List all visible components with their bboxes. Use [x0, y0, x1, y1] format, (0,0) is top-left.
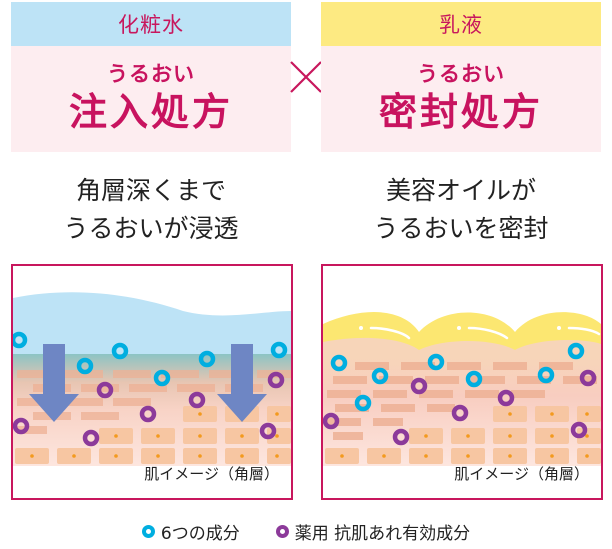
lotion-description: 角層深くまで うるおいが浸透	[6, 172, 296, 248]
legend: 6つの成分 薬用 抗肌あれ有効成分	[0, 519, 612, 544]
blue-ring-icon	[141, 525, 155, 538]
emulsion-desc-line1: 美容オイルが	[385, 176, 536, 205]
emulsion-description: 美容オイルが うるおいを密封	[316, 172, 606, 248]
purple-ring-icon	[275, 525, 289, 538]
times-icon	[290, 61, 322, 93]
emulsion-desc-line2: うるおいを密封	[373, 214, 549, 243]
lotion-skin-diagram: 肌イメージ（角層）	[11, 264, 293, 500]
emulsion-diagram-caption: 肌イメージ（角層）	[454, 465, 589, 483]
emulsion-skin-diagram: 肌イメージ（角層）	[321, 264, 603, 500]
lotion-claim-main: 注入処方	[68, 90, 233, 134]
legend-item-six-ingredients: 6つの成分	[141, 519, 240, 544]
lotion-category-label: 化粧水	[11, 2, 291, 46]
lotion-claim: うるおい 注入処方	[11, 46, 291, 152]
lotion-desc-line1: 角層深くまで	[75, 176, 226, 205]
legend-label: 薬用 抗肌あれ有効成分	[294, 524, 471, 544]
lotion-claim-sub: うるおい	[107, 62, 195, 86]
down-arrow-icon	[29, 344, 267, 422]
skin-illustration	[323, 312, 601, 466]
emulsion-category-label: 乳液	[321, 2, 601, 46]
lotion-desc-line2: うるおいが浸透	[63, 214, 239, 243]
skin-illustration	[13, 292, 291, 466]
lotion-panel: 化粧水 うるおい 注入処方	[11, 2, 291, 152]
emulsion-panel: 乳液 うるおい 密封処方	[321, 2, 601, 152]
emulsion-claim-sub: うるおい	[417, 62, 505, 86]
emulsion-claim: うるおい 密封処方	[321, 46, 601, 152]
emulsion-claim-main: 密封処方	[378, 90, 543, 134]
lotion-diagram-caption: 肌イメージ（角層）	[144, 465, 279, 483]
legend-label: 6つの成分	[160, 524, 240, 544]
legend-item-active-ingredient: 薬用 抗肌あれ有効成分	[275, 519, 471, 544]
